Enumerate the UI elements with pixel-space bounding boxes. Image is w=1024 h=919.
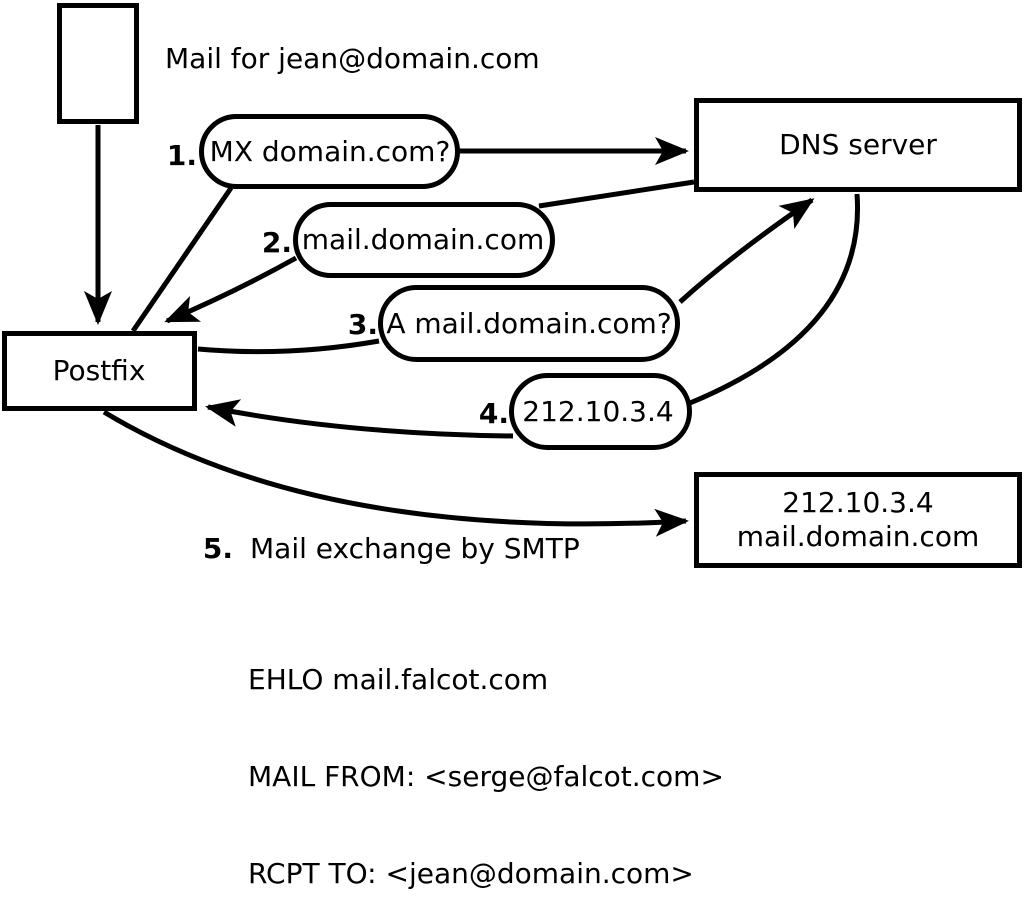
- mail-server-ip-label: 212.10.3.4: [782, 486, 933, 519]
- dns-server-label: DNS server: [779, 128, 937, 161]
- arrow-reply4-to-postfix: [205, 399, 514, 439]
- smtp-session-listing: EHLO mail.falcot.com MAIL FROM: <serge@f…: [248, 599, 724, 919]
- line-dns-to-reply4: [689, 193, 861, 406]
- step4-label: 212.10.3.4: [522, 395, 673, 428]
- smtp-line: EHLO mail.falcot.com: [248, 662, 549, 696]
- diagram-title: Mail for jean@domain.com: [165, 42, 540, 75]
- reply2-pill: [293, 202, 555, 278]
- postfix-label: Postfix: [53, 354, 146, 387]
- mail-server-host-label: mail.domain.com: [737, 520, 979, 553]
- postfix-box: [2, 331, 197, 411]
- step1-number: 1.: [167, 139, 197, 172]
- query3-pill: [378, 285, 680, 362]
- step3-label: A mail.domain.com?: [386, 307, 671, 340]
- step5-label: Mail exchange by SMTP: [250, 532, 580, 565]
- smtp-line: RCPT TO: <jean@domain.com>: [248, 857, 694, 891]
- arrow-postfix-to-mailserver: [102, 409, 689, 537]
- connectors: [84, 125, 861, 537]
- mail-server-box: [694, 472, 1022, 568]
- labels: Mail for jean@domain.com Postfix DNS ser…: [53, 42, 980, 565]
- mail-envelope-box: [57, 3, 139, 124]
- step2-number: 2.: [262, 226, 292, 259]
- line-postfix-to-query3: [197, 338, 380, 355]
- step2-label: mail.domain.com: [302, 223, 544, 256]
- step4-number: 4.: [479, 397, 509, 430]
- line-postfix-to-query1: [130, 186, 234, 333]
- dns-server-box: [694, 98, 1022, 192]
- smtp-line: MAIL FROM: <serge@falcot.com>: [248, 760, 724, 794]
- arrow-query3-to-dns: [678, 197, 815, 304]
- reply4-pill: [509, 373, 692, 450]
- step3-number: 3.: [348, 308, 378, 341]
- query1-pill: [199, 114, 460, 189]
- line-dns-to-reply2: [538, 179, 695, 209]
- step1-label: MX domain.com?: [210, 135, 451, 168]
- step5-number: 5.: [203, 532, 233, 565]
- nodes: [2, 3, 1022, 568]
- arrow-reply2-to-postfix: [164, 255, 298, 324]
